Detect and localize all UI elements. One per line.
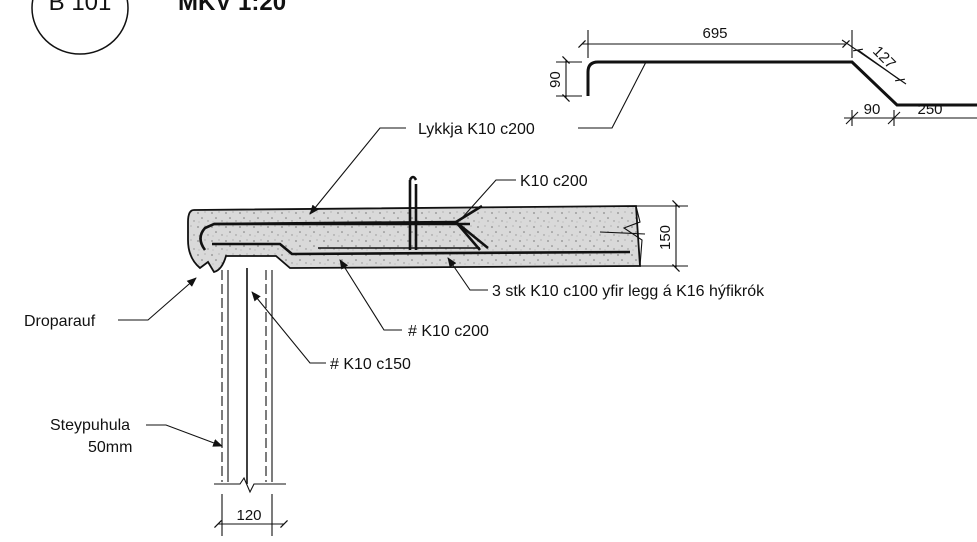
label-lykkja: Lykkja K10 c200 (418, 121, 535, 138)
dim-120: 120 (236, 507, 261, 524)
label-droparauf: Droparauf (24, 313, 96, 330)
bar-shape-diagram: 695 127 90 90 250 (547, 25, 977, 126)
label-stk: 3 stk K10 c100 yfir legg á K16 hýfikrók (492, 283, 765, 300)
dim-250: 250 (917, 101, 942, 118)
slab-outline (187, 205, 641, 274)
label-steypuhula: Steypuhula (50, 417, 130, 434)
leaders (118, 61, 647, 447)
detail-id: B 101 (49, 0, 112, 16)
bar-shape-line (586, 60, 977, 107)
detail-bubble (31, 0, 129, 55)
concrete-section: 150 120 (187, 175, 688, 536)
label-k10-top: K10 c200 (520, 173, 588, 190)
label-mesh-slab: # K10 c200 (408, 323, 489, 340)
dim-90-hook: 90 (547, 71, 564, 88)
label-steypuhula-mm: 50mm (88, 439, 132, 456)
detail-header: B 101 MKV 1:20 (31, 0, 286, 55)
labels: Lykkja K10 c200 K10 c200 3 stk K10 c100 … (24, 121, 765, 456)
dim-695: 695 (702, 25, 727, 42)
label-mesh-wall: # K10 c150 (330, 356, 411, 373)
dim-150: 150 (657, 225, 674, 250)
dim-90-bottom: 90 (864, 101, 881, 118)
rebar-loop (199, 220, 489, 251)
dim-127: 127 (869, 43, 899, 73)
detail-title: MKV 1:20 (178, 0, 286, 16)
